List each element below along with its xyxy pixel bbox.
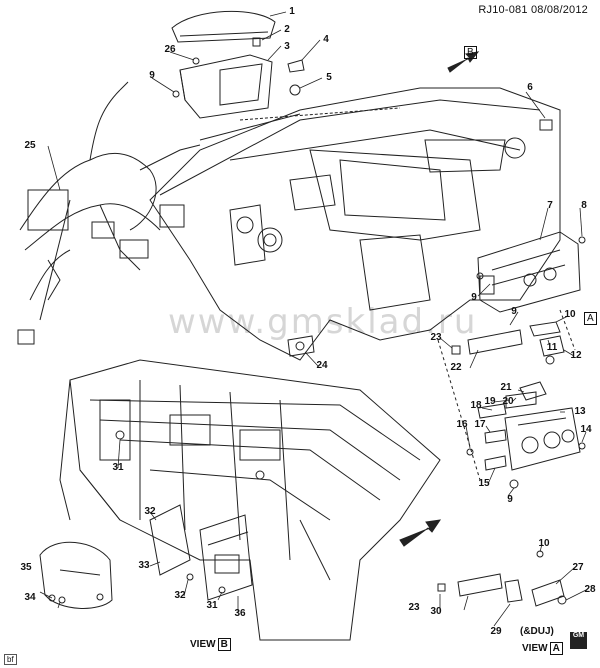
view-b-detail (437, 550, 567, 607)
callout-14: 14 (580, 424, 592, 435)
callout-13: 13 (574, 406, 586, 417)
callout-36: 36 (234, 608, 246, 619)
view-ref-b: B (464, 46, 477, 59)
view-a-caption: VIEW A (522, 642, 563, 655)
diagram-header: RJ10-081 08/08/2012 (478, 4, 588, 16)
knee-airbag (39, 541, 113, 609)
callout-7: 7 (547, 200, 553, 211)
view-b-word: VIEW (190, 639, 216, 650)
wiring-harness (17, 81, 201, 345)
view-b-letter: B (217, 638, 231, 651)
callout-9: 9 (471, 292, 477, 303)
switch-assembly-24 (287, 335, 315, 357)
callout-11: 11 (546, 342, 558, 353)
gm-logo-text: GM (572, 632, 585, 639)
callout-30: 30 (430, 606, 442, 617)
view-b-arrow (447, 51, 480, 73)
view-a-letter: A (549, 642, 563, 655)
callout-31: 31 (206, 600, 218, 611)
callout-9: 9 (149, 70, 155, 81)
callout-26: 26 (164, 44, 176, 55)
gm-logo: GM (570, 632, 587, 649)
view-ref-a: A (584, 312, 597, 325)
callout-35: 35 (20, 562, 32, 573)
callout-31: 31 (112, 462, 124, 473)
callout-34: 34 (24, 592, 36, 603)
diagram-ref: RJ10-081 (478, 4, 528, 16)
diagram-date: 08/08/2012 (530, 4, 588, 16)
view-a-detail (437, 309, 586, 489)
callout-8: 8 (581, 200, 587, 211)
small-fasteners-top (172, 37, 553, 131)
radio-head-unit (476, 231, 586, 313)
callout-29: 29 (490, 626, 502, 637)
callout-32: 32 (144, 506, 156, 517)
callout-20: 20 (502, 396, 514, 407)
callout-19: 19 (484, 396, 496, 407)
callout-24: 24 (316, 360, 328, 371)
body-control-module (149, 504, 253, 601)
callout-10: 10 (538, 538, 550, 549)
callout-25: 25 (24, 140, 36, 151)
callout-12: 12 (570, 350, 582, 361)
callout-32: 32 (174, 590, 186, 601)
callout-9: 9 (507, 494, 513, 505)
callout-28: 28 (584, 584, 596, 595)
display-module (179, 54, 273, 119)
callout-1: 1 (289, 6, 295, 17)
display-cover (171, 10, 276, 43)
callout-4: 4 (323, 34, 329, 45)
callout-9: 9 (511, 306, 517, 317)
view-a-word: VIEW (522, 643, 548, 654)
callout-15: 15 (478, 478, 490, 489)
instrument-panel-carrier (59, 359, 441, 641)
callout-6: 6 (527, 82, 533, 93)
callout-33: 33 (138, 560, 150, 571)
callout-23: 23 (430, 332, 442, 343)
front-arrow (399, 519, 442, 547)
callout-leaders (39, 11, 587, 627)
callout-23: 23 (408, 602, 420, 613)
corner-tag: bf (4, 654, 17, 665)
callout-27: 27 (572, 562, 584, 573)
callout-18: 18 (470, 400, 482, 411)
callout-2: 2 (284, 24, 290, 35)
view-b-caption: VIEW B (190, 638, 231, 651)
callout-5: 5 (326, 72, 332, 83)
callout-3: 3 (284, 41, 290, 52)
view-variant: (&DUJ) (520, 626, 554, 637)
callout-22: 22 (450, 362, 462, 373)
callout-17: 17 (474, 419, 486, 430)
callout-16: 16 (456, 419, 468, 430)
callout-10: 10 (564, 309, 576, 320)
callout-21: 21 (500, 382, 512, 393)
instrument-panel-upper (149, 87, 561, 361)
